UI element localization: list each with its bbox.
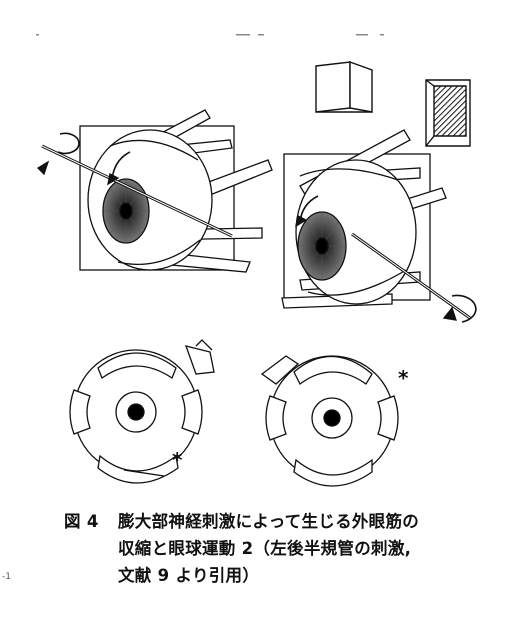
head-orientation-icon-right: [425, 79, 471, 147]
right-front-eye-diagram: [260, 355, 399, 487]
figure-illustration: [36, 34, 477, 487]
scan-specks: [36, 34, 384, 36]
right-eye-diagram: [281, 129, 477, 323]
caption-line-1: 図 4 膨大部神経刺激によって生じる外眼筋の: [64, 508, 504, 535]
figure-label: 図 4: [64, 512, 99, 531]
page-stray-mark: -1: [2, 572, 11, 582]
left-eye-diagram: [36, 109, 273, 273]
left-front-eye-diagram: [69, 339, 215, 484]
head-orientation-icon-left: [315, 61, 373, 113]
caption-line-2: 収縮と眼球運動 2（左後半規管の刺激,: [118, 539, 412, 558]
asterisk-marker-right: *: [398, 366, 409, 390]
caption-line-3: 文献 9 より引用）: [118, 566, 260, 585]
figure-caption: 図 4 膨大部神経刺激によって生じる外眼筋の 収縮と眼球運動 2（左後半規管の刺激…: [64, 508, 504, 589]
asterisk-marker-left: *: [172, 448, 183, 472]
caption-text-1: 膨大部神経刺激によって生じる外眼筋の: [118, 512, 420, 531]
